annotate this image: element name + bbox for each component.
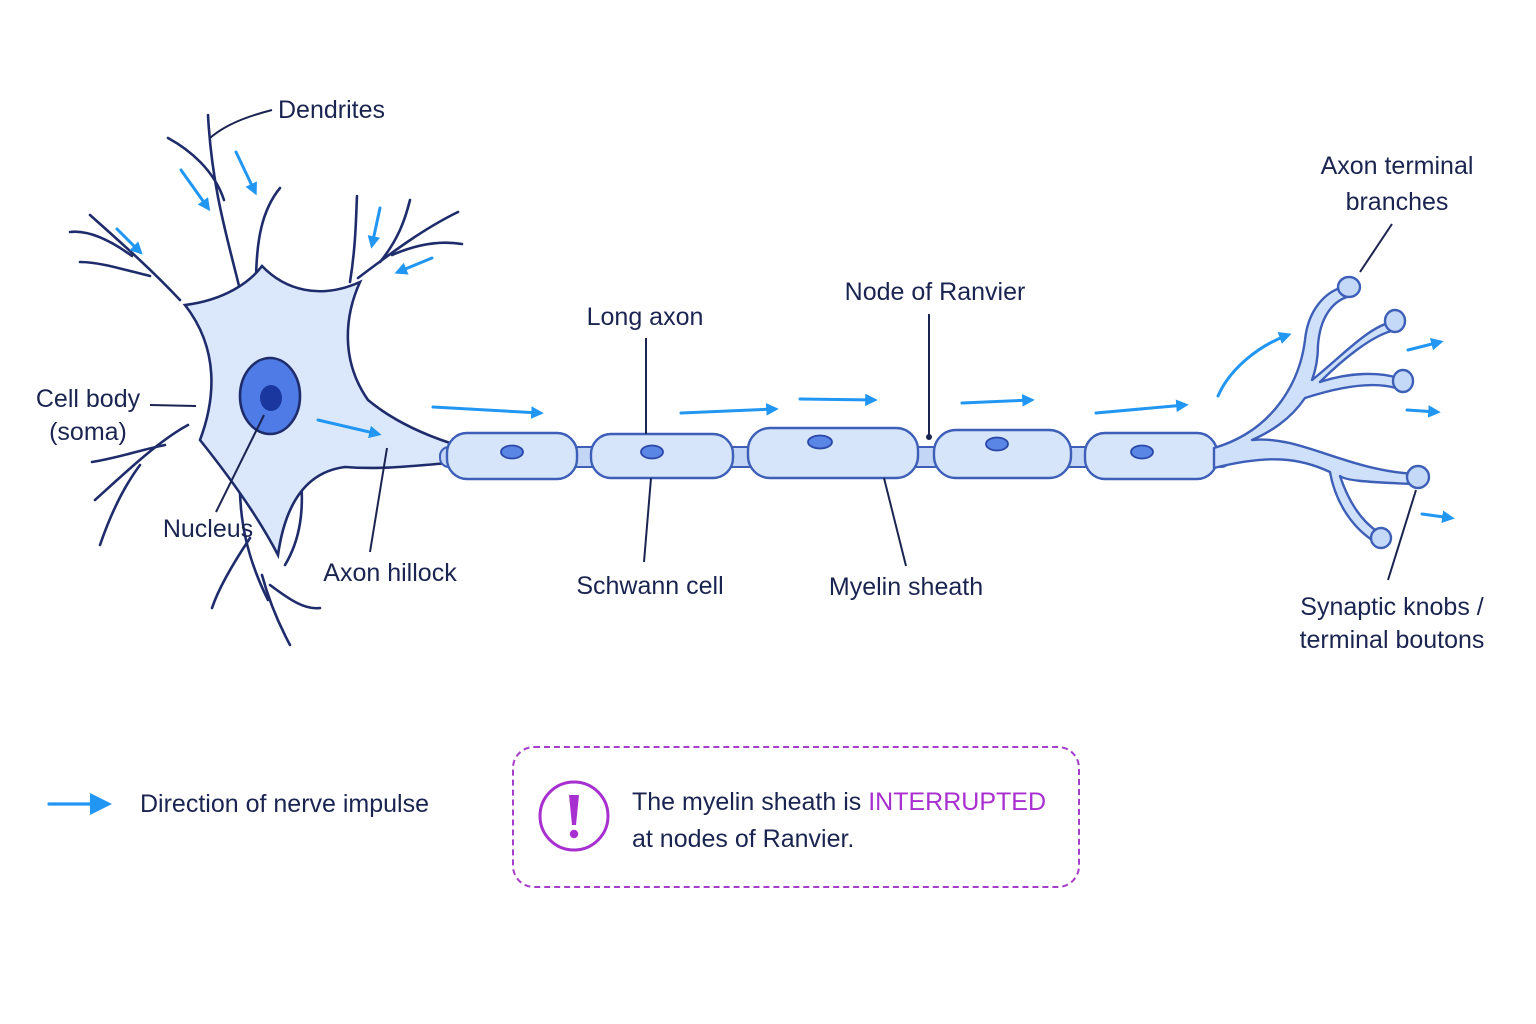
impulse-arrow — [115, 227, 143, 255]
label-myelin-sheath: Myelin sheath — [829, 573, 983, 601]
schwann-cell-3 — [746, 426, 920, 480]
schwann-cell-2 — [589, 432, 735, 480]
impulse-arrow — [367, 206, 382, 249]
label-nucleus: Nucleus — [163, 515, 253, 543]
label-schwann-cell: Schwann cell — [576, 572, 723, 600]
impulse-arrow — [1216, 332, 1292, 398]
schwann-nucleus — [985, 436, 1009, 452]
label-long-axon: Long axon — [587, 303, 704, 331]
label-soma: (soma) — [49, 418, 127, 446]
schwann-cell-5 — [1083, 431, 1219, 481]
synaptic-knob — [1391, 368, 1415, 394]
legend-arrow-icon — [47, 793, 112, 815]
impulse-arrow — [234, 150, 257, 196]
cell-body — [182, 263, 452, 560]
label-axon-terminal: Axon terminal — [1321, 152, 1474, 180]
impulse-arrow — [1405, 405, 1441, 418]
schwann-cell-4 — [932, 428, 1073, 480]
legend: Direction of nerve impulse — [46, 784, 429, 824]
schwann-nucleus — [807, 434, 833, 450]
note-callout: The myelin sheath is INTERRUPTED at node… — [512, 746, 1080, 888]
legend-label: Direction of nerve impulse — [140, 789, 430, 818]
impulse-arrow — [394, 256, 434, 275]
axon-terminal-branches — [1212, 275, 1431, 550]
label-cell-body: Cell body — [36, 385, 141, 413]
synaptic-knob — [1336, 275, 1362, 299]
label-axon-hillock: Axon hillock — [323, 559, 457, 587]
impulse-arrow — [179, 168, 211, 212]
impulse-arrow — [1094, 399, 1189, 415]
label-dendrites: Dendrites — [278, 96, 385, 124]
note-text: The myelin sheath is INTERRUPTED at node… — [632, 784, 1072, 858]
note-text-after: at nodes of Ranvier. — [632, 825, 855, 853]
impulse-arrow — [1420, 510, 1455, 524]
note-text-before: The myelin sheath is — [632, 788, 869, 816]
impulse-arrow — [679, 403, 779, 416]
impulse-arrow — [431, 405, 544, 419]
schwann-nucleus — [500, 444, 524, 460]
nucleolus — [260, 385, 282, 411]
label-synaptic-knobs: Synaptic knobs / — [1300, 593, 1483, 621]
schwann-nucleus — [1130, 444, 1154, 460]
impulse-arrow — [1406, 338, 1444, 352]
note-highlight: INTERRUPTED — [868, 788, 1047, 816]
impulse-arrows — [115, 150, 1455, 524]
label-axon-terminal-branches: branches — [1346, 188, 1449, 216]
impulse-arrow — [798, 393, 878, 407]
impulse-arrow — [316, 418, 382, 439]
schwann-cell-1 — [445, 431, 579, 481]
synaptic-knob — [1405, 464, 1431, 490]
exclamation-circle-icon — [538, 780, 610, 852]
synaptic-knob — [1383, 308, 1407, 334]
label-terminal-boutons: terminal boutons — [1300, 626, 1485, 654]
synaptic-knob — [1369, 526, 1393, 550]
dendrites — [68, 113, 464, 647]
leader-lines — [149, 109, 1417, 581]
schwann-nucleus — [640, 444, 664, 460]
label-node-of-ranvier: Node of Ranvier — [845, 278, 1026, 306]
impulse-arrow — [960, 394, 1035, 407]
